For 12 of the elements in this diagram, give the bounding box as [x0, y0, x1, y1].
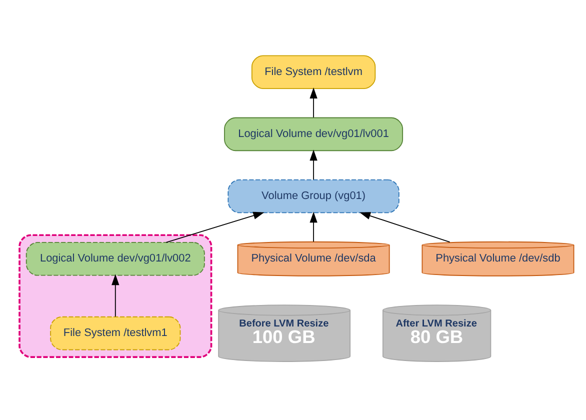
arrow: [360, 212, 450, 243]
node-box: Logical Volume dev/vg01/lv001: [224, 117, 404, 152]
arrow: [310, 212, 318, 242]
node-box: File System /testlvm1: [50, 316, 181, 350]
node-box: Volume Group (vg01): [228, 179, 400, 214]
arrow: [166, 212, 264, 243]
cluster: [18, 234, 212, 358]
node-box: Logical Volume dev/vg01/lv002: [26, 242, 205, 276]
arrow: [112, 274, 120, 318]
arrow: [310, 88, 318, 118]
arrow: [310, 150, 318, 180]
node-box: File System /testlvm: [251, 55, 376, 89]
